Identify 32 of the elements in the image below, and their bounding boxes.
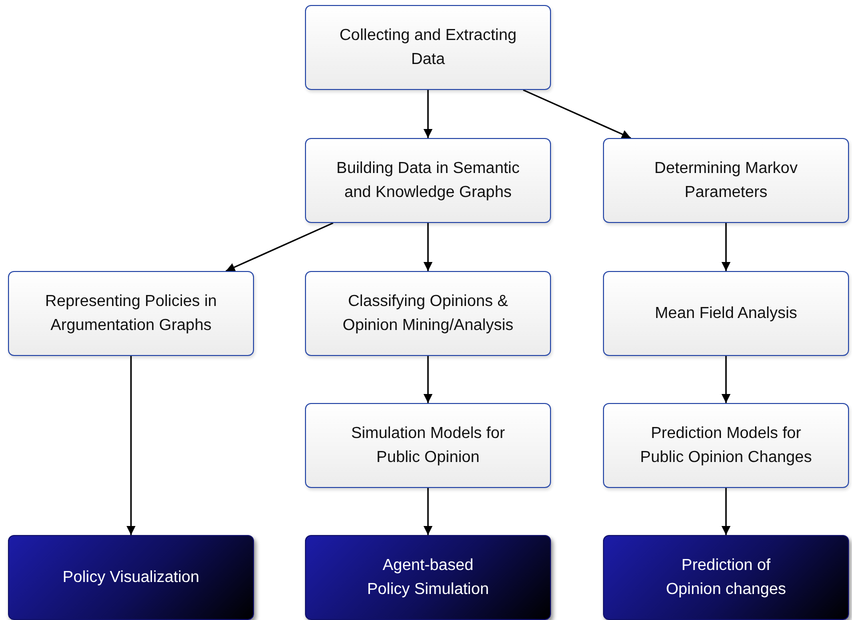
arrow bbox=[722, 356, 730, 403]
box-label: Classifying Opinions & Opinion Mining/Analysis bbox=[342, 292, 514, 336]
box-label: Agent-based Policy Simulation bbox=[366, 556, 490, 600]
result-box bbox=[8, 535, 254, 620]
arrow bbox=[424, 223, 432, 271]
process-box bbox=[305, 403, 551, 488]
result-box bbox=[305, 535, 551, 620]
process-box bbox=[305, 138, 551, 223]
arrow bbox=[424, 488, 432, 535]
box-label: Building Data in Semantic and Knowledge Graphs bbox=[335, 159, 521, 202]
box-label: Prediction of Opinion changes bbox=[664, 556, 788, 600]
box-label: Collecting and Extracting Data bbox=[338, 26, 518, 70]
process-box bbox=[603, 403, 849, 488]
arrow bbox=[522, 89, 632, 139]
arrow bbox=[226, 222, 334, 272]
box-label: Mean Field Analysis bbox=[654, 304, 798, 324]
process-box bbox=[603, 271, 849, 356]
arrow bbox=[126, 356, 136, 535]
process-box bbox=[8, 271, 254, 356]
box-label: Prediction Models for Public Opinion Changes bbox=[639, 424, 813, 468]
arrow bbox=[722, 223, 730, 271]
arrow bbox=[424, 90, 432, 138]
box-label: Determining Markov Parameters bbox=[653, 159, 799, 202]
process-box bbox=[603, 138, 849, 223]
arrow bbox=[722, 488, 730, 535]
box-label: Representing Policies in Argumentation Graphs bbox=[44, 292, 218, 336]
process-box bbox=[305, 5, 551, 90]
process-box bbox=[305, 271, 551, 356]
box-label: Simulation Models for Public Opinion bbox=[350, 424, 506, 468]
result-box bbox=[603, 535, 849, 620]
box-label: Policy Visualization bbox=[62, 568, 200, 588]
arrow bbox=[424, 356, 432, 403]
